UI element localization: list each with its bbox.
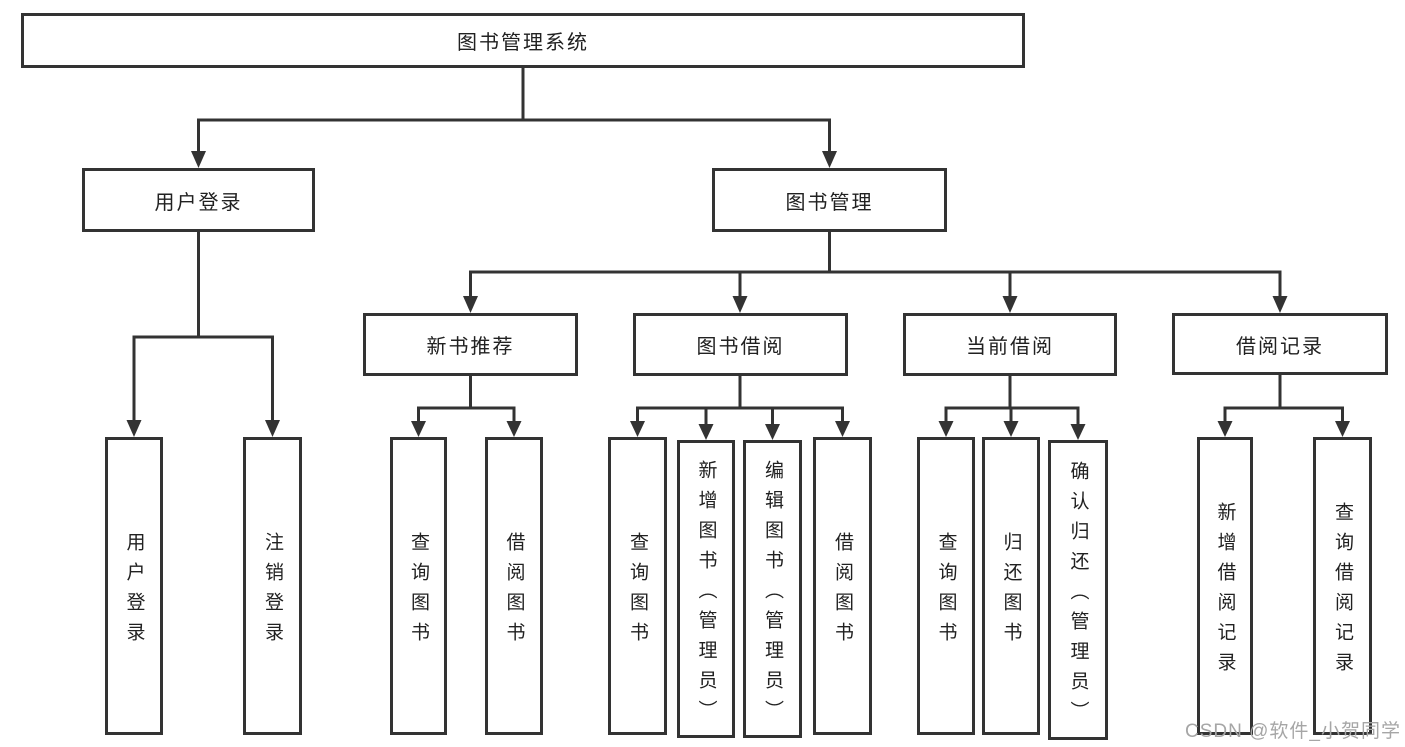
connector-borrowing-to-leaves bbox=[630, 374, 850, 440]
node-br-add-record-label: 新增借阅记录 bbox=[1214, 501, 1236, 682]
node-current-borrowing: 当前借阅 bbox=[903, 313, 1117, 376]
node-cb-query-books-label: 查询图书 bbox=[935, 531, 957, 652]
node-book-management-label: 图书管理 bbox=[785, 191, 874, 214]
node-logout: 注销登录 bbox=[243, 437, 302, 735]
node-user-login-branch: 用户登录 bbox=[82, 168, 315, 232]
node-bb-edit-books-label: 编辑图书（管理员） bbox=[762, 459, 783, 730]
node-nb-borrow-books: 借阅图书 bbox=[485, 437, 543, 735]
node-bb-add-books: 新增图书（管理员） bbox=[677, 440, 735, 738]
node-user-login-branch-label: 用户登录 bbox=[154, 191, 243, 214]
node-cb-return-books: 归还图书 bbox=[982, 437, 1040, 735]
node-nb-query-books: 查询图书 bbox=[390, 437, 447, 735]
node-library-system-label: 图书管理系统 bbox=[457, 32, 589, 54]
node-borrowing-records: 借阅记录 bbox=[1172, 313, 1388, 375]
node-cb-return-books-label: 归还图书 bbox=[1000, 531, 1022, 652]
node-nb-query-books-label: 查询图书 bbox=[408, 531, 429, 652]
node-new-book-recommend-label: 新书推荐 bbox=[426, 336, 515, 358]
node-cb-confirm-return: 确认归还（管理员） bbox=[1048, 440, 1108, 740]
connector-current-to-leaves bbox=[938, 374, 1086, 440]
connector-root-to-level2 bbox=[191, 66, 837, 168]
connector-bookmgmt-to-level3 bbox=[463, 230, 1288, 313]
node-book-management: 图书管理 bbox=[712, 168, 947, 232]
node-borrowing-records-label: 借阅记录 bbox=[1236, 335, 1324, 358]
node-bb-borrow-books-label: 借阅图书 bbox=[832, 531, 853, 652]
node-bb-add-books-label: 新增图书（管理员） bbox=[695, 459, 717, 730]
node-current-borrowing-label: 当前借阅 bbox=[966, 336, 1054, 358]
connector-records-to-leaves bbox=[1217, 374, 1350, 437]
node-br-add-record: 新增借阅记录 bbox=[1197, 437, 1253, 735]
node-br-query-record-label: 查询借阅记录 bbox=[1332, 501, 1353, 682]
node-bb-edit-books: 编辑图书（管理员） bbox=[743, 440, 802, 738]
node-user-login: 用户登录 bbox=[105, 437, 163, 735]
node-library-system: 图书管理系统 bbox=[21, 13, 1025, 68]
node-book-borrowing-label: 图书借阅 bbox=[696, 336, 785, 358]
node-cb-confirm-return-label: 确认归还（管理员） bbox=[1067, 460, 1089, 731]
connector-newbook-to-leaves bbox=[411, 374, 522, 437]
node-bb-query-books-label: 查询图书 bbox=[627, 531, 648, 652]
node-nb-borrow-books-label: 借阅图书 bbox=[503, 531, 525, 652]
node-br-query-record: 查询借阅记录 bbox=[1313, 437, 1372, 735]
node-book-borrowing: 图书借阅 bbox=[633, 313, 848, 376]
node-new-book-recommend: 新书推荐 bbox=[363, 313, 578, 376]
node-bb-query-books: 查询图书 bbox=[608, 437, 667, 735]
node-bb-borrow-books: 借阅图书 bbox=[813, 437, 872, 735]
node-logout-label: 注销登录 bbox=[262, 531, 283, 652]
node-cb-query-books: 查询图书 bbox=[917, 437, 975, 735]
connector-userlogin-to-leaves bbox=[126, 230, 280, 437]
node-user-login-label: 用户登录 bbox=[123, 531, 145, 652]
csdn-watermark: CSDN @软件_小贺同学 bbox=[1185, 721, 1401, 742]
